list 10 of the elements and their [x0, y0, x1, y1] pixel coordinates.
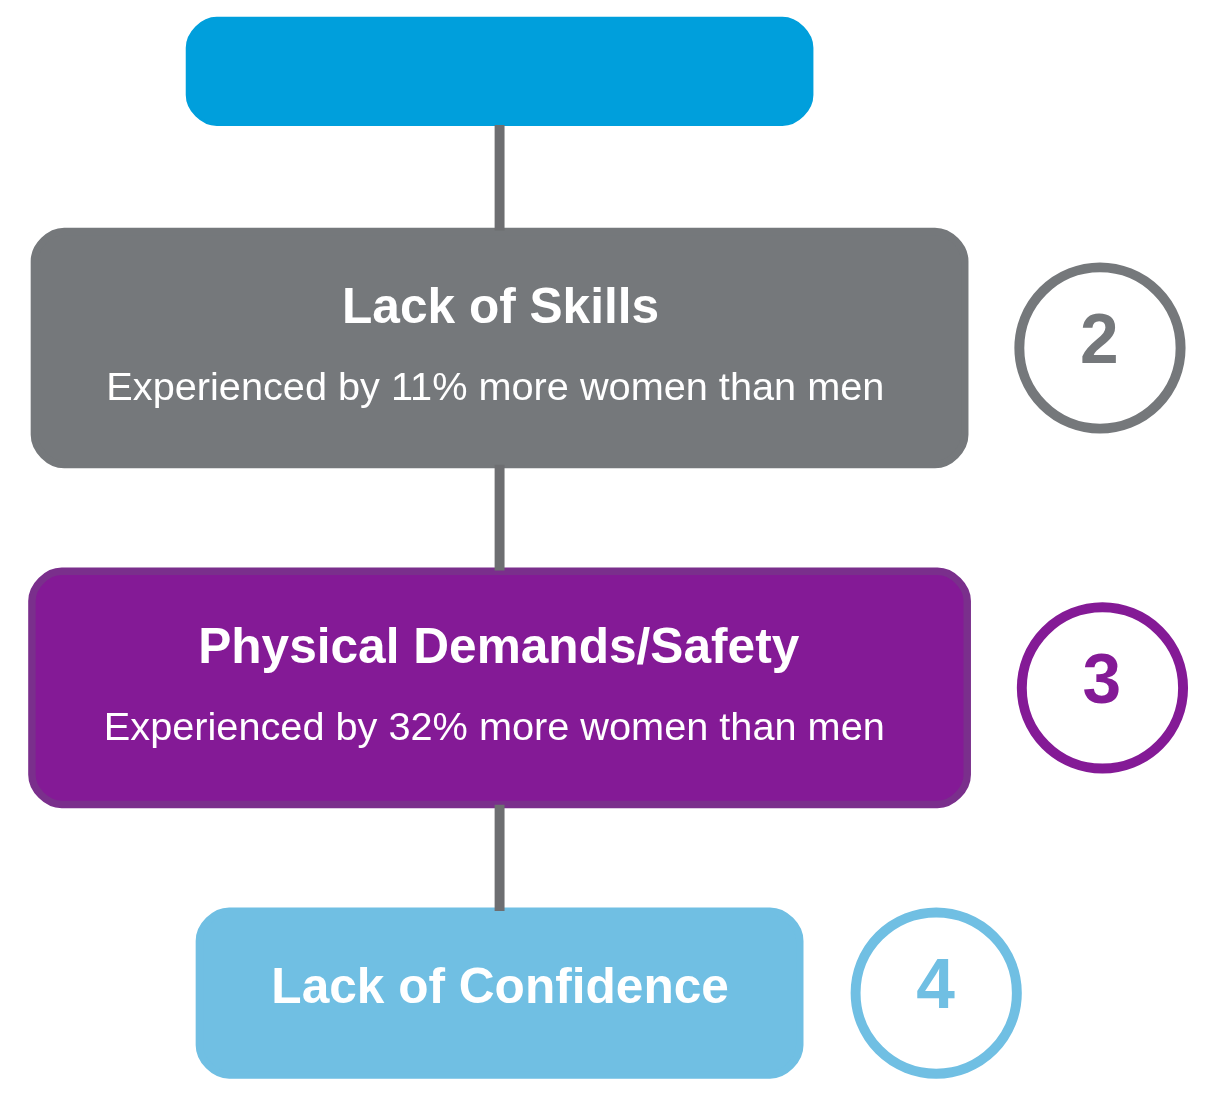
connector — [494, 804, 505, 912]
connector — [494, 464, 505, 571]
node-box: Lack of Confidence — [195, 907, 804, 1079]
connector — [494, 125, 505, 231]
node-circle: 3 — [1016, 602, 1189, 774]
node-box: Lack of Skills Experienced by 11% more women than men — [30, 227, 969, 469]
node-box: Physical Demands/Safety Experienced by 32% more women than men — [28, 567, 971, 809]
node-box — [185, 16, 814, 126]
node-circle: 2 — [1014, 262, 1186, 434]
node-circle: 4 — [850, 907, 1022, 1079]
